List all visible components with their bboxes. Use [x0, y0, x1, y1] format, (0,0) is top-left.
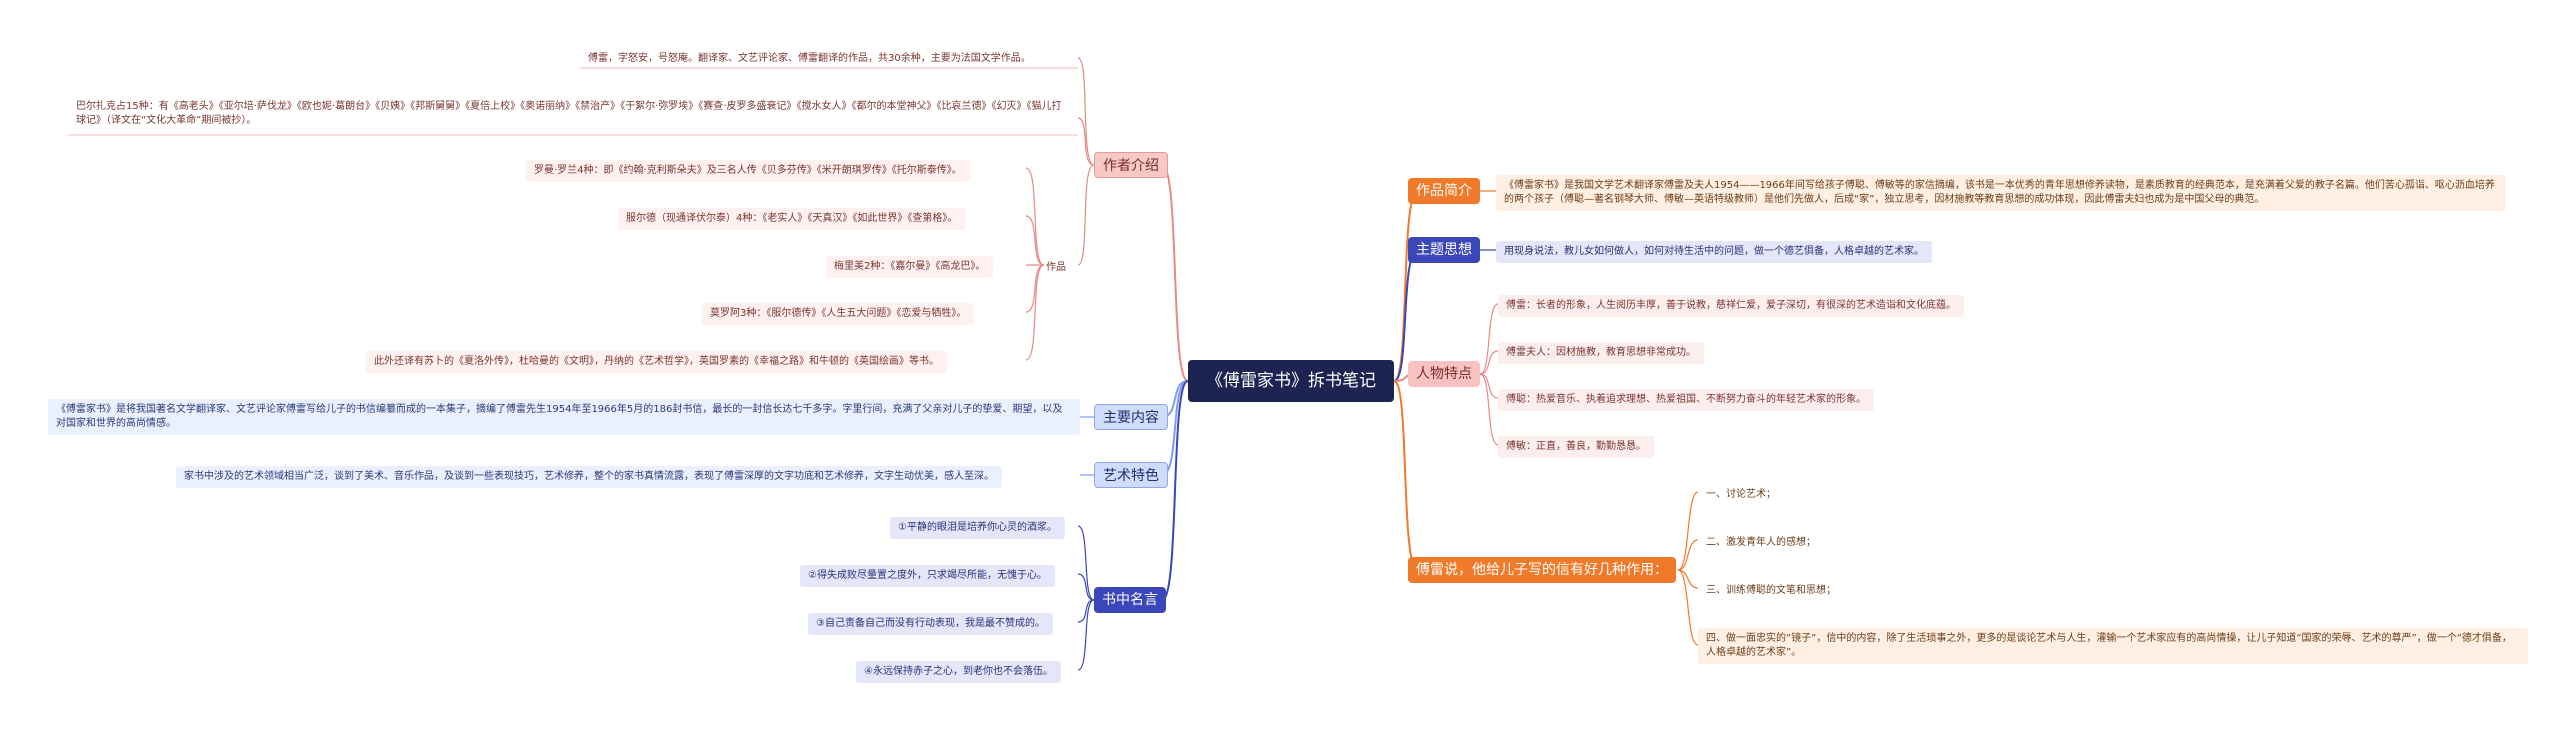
branch-intro[interactable]: 作品简介	[1408, 178, 1480, 204]
works-item[interactable]: 服尔德（现通译伏尔泰）4种：《老实人》《天真汉》《如此世界》《查第格》。	[618, 208, 966, 230]
character-item[interactable]: 傅敏：正直，善良，勤勤恳恳。	[1498, 436, 1654, 458]
character-item[interactable]: 傅雷夫人：因材施教，教育思想非常成功。	[1498, 342, 1704, 364]
intro-text[interactable]: 《傅雷家书》是我国文学艺术翻译家傅雷及夫人1954——1966年间写给孩子傅聪、…	[1496, 175, 2506, 211]
works-item[interactable]: 梅里美2种：《嘉尔曼》《高龙巴》。	[826, 256, 994, 278]
branch-feature[interactable]: 艺术特色	[1094, 462, 1168, 488]
theme-text[interactable]: 用现身说法，教儿女如何做人，如何对待生活中的问题，做一个德艺俱备，人格卓越的艺术…	[1496, 241, 1932, 263]
quote-item[interactable]: ②得失成败尽量置之度外，只求竭尽所能，无愧于心。	[800, 565, 1055, 587]
works-item[interactable]: 莫罗阿3种：《服尔德传》《人生五大问题》《恋爱与牺牲》。	[702, 303, 975, 325]
purpose-item[interactable]: 三、训练傅聪的文笔和思想；	[1706, 585, 1836, 596]
quote-item[interactable]: ③自己责备自己而没有行动表现，我是最不赞成的。	[808, 613, 1053, 635]
quote-item[interactable]: ④永远保持赤子之心，到老你也不会落伍。	[856, 661, 1061, 683]
works-item[interactable]: 此外还译有苏卜的《夏洛外传》，杜哈曼的《文明》，丹纳的《艺术哲学》，英国罗素的《…	[366, 351, 947, 373]
content-text[interactable]: 《傅雷家书》是将我国著名文学翻译家、文艺评论家傅雷写给儿子的书信编纂而成的一本集…	[48, 399, 1080, 435]
works-label: 作品	[1046, 262, 1066, 273]
works-item[interactable]: 罗曼·罗兰4种：即《约翰·克利斯朵夫》及三名人传《贝多芬传》《米开朗琪罗传》《托…	[526, 160, 970, 182]
branch-author[interactable]: 作者介绍	[1094, 152, 1168, 178]
feature-text[interactable]: 家书中涉及的艺术领域相当广泛，谈到了美术、音乐作品，及谈到一些表现技巧，艺术修养…	[176, 466, 1002, 488]
purpose-item[interactable]: 一、讨论艺术；	[1706, 489, 1776, 500]
quote-item[interactable]: ①平静的眼泪是培养你心灵的酒浆。	[890, 517, 1065, 539]
character-item[interactable]: 傅雷：长者的形象，人生阅历丰厚，善于说教，慈祥仁爱，爱子深切，有很深的艺术造诣和…	[1498, 295, 1964, 317]
branch-quotes[interactable]: 书中名言	[1094, 587, 1166, 613]
branch-content[interactable]: 主要内容	[1094, 404, 1168, 430]
purpose-item[interactable]: 二、激发青年人的感想；	[1706, 537, 1816, 548]
branch-theme[interactable]: 主题思想	[1408, 237, 1480, 263]
author-balzac[interactable]: 巴尔扎克占15种：有《高老头》《亚尔培·萨伐龙》《欧也妮·葛朗台》《贝姨》《邦斯…	[76, 101, 1062, 126]
character-item[interactable]: 傅聪：热爱音乐、执着追求理想、热爱祖国、不断努力奋斗的年轻艺术家的形象。	[1498, 389, 1874, 411]
author-intro[interactable]: 傅雷，字怒安，号怒庵。翻译家、文艺评论家、傅雷翻译的作品，共30余种，主要为法国…	[588, 53, 1031, 64]
root-topic[interactable]: 《傅雷家书》拆书笔记	[1188, 360, 1394, 402]
branch-characters[interactable]: 人物特点	[1408, 361, 1480, 387]
purpose-item[interactable]: 四、做一面忠实的“镜子”，信中的内容，除了生活琐事之外，更多的是谈论艺术与人生，…	[1698, 628, 2528, 664]
branch-purpose[interactable]: 傅雷说，他给儿子写的信有好几种作用：	[1408, 557, 1676, 583]
